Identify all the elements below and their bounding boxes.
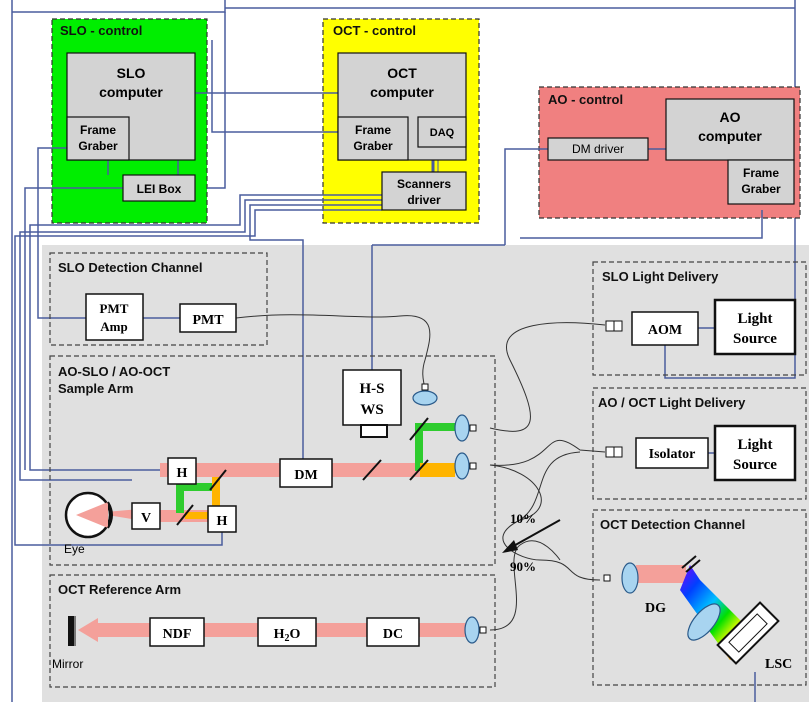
svg-text:Light: Light	[737, 311, 772, 327]
slo-detection-title: SLO Detection Channel	[58, 260, 202, 275]
sample-arm-title-line1: AO-SLO / AO-OCT	[58, 364, 170, 379]
daq-box: DAQ	[417, 116, 467, 148]
svg-text:Source: Source	[733, 457, 777, 473]
svg-text:WS: WS	[360, 402, 383, 418]
slo-control-title: SLO - control	[60, 23, 142, 38]
ao-control-title: AO - control	[548, 92, 623, 107]
svg-text:Scanners: Scanners	[397, 177, 451, 191]
svg-text:OCT: OCT	[387, 65, 417, 81]
dm-driver: DM driver	[547, 137, 649, 161]
oct-reference-title: OCT Reference Arm	[58, 582, 181, 597]
svg-text:Frame: Frame	[743, 166, 779, 180]
lsc-camera	[716, 601, 780, 665]
svg-text:AOM: AOM	[648, 323, 682, 338]
slo-light-delivery-title: SLO Light Delivery	[602, 269, 719, 284]
h2o-box: H2O	[257, 617, 317, 647]
sample-arm-title-line2: Sample Arm	[58, 381, 133, 396]
dg-label: DG	[645, 601, 666, 616]
svg-text:H: H	[217, 514, 228, 529]
coupler-ratio-10: 10%	[510, 511, 536, 526]
oct-control-title: OCT - control	[333, 23, 416, 38]
fiber-connectors	[421, 320, 623, 634]
coupler-arrow	[502, 519, 561, 553]
lenses	[412, 390, 721, 644]
svg-text:DC: DC	[383, 627, 403, 642]
svg-text:driver: driver	[407, 193, 441, 207]
lsc-label: LSC	[765, 657, 792, 672]
slo-frame-graber: Frame Graber	[66, 116, 130, 161]
svg-text:H: H	[177, 466, 188, 481]
svg-text:DM driver: DM driver	[572, 142, 624, 156]
svg-text:H-S: H-S	[359, 381, 384, 397]
svg-text:computer: computer	[370, 84, 434, 100]
svg-text:computer: computer	[99, 84, 163, 100]
ao-computer: AO computer	[665, 98, 795, 161]
svg-text:Frame: Frame	[355, 123, 391, 137]
svg-text:Graber: Graber	[78, 139, 118, 153]
svg-text:SLO: SLO	[117, 65, 146, 81]
beam-splitters	[176, 417, 701, 573]
eye-label: Eye	[64, 542, 85, 556]
svg-text:computer: computer	[698, 128, 762, 144]
svg-text:PMT: PMT	[192, 313, 224, 328]
svg-text:Graber: Graber	[741, 182, 781, 196]
coupler-ratio-90: 90%	[510, 559, 536, 574]
ao-oct-light-source: Light Source	[713, 424, 797, 482]
lei-box: LEI Box	[122, 174, 196, 202]
eye-icon	[64, 491, 113, 539]
svg-text:H2O: H2O	[274, 627, 301, 644]
svg-text:V: V	[141, 511, 151, 526]
svg-text:DAQ: DAQ	[430, 127, 455, 139]
svg-text:LEI Box: LEI Box	[137, 182, 182, 196]
optical-subpanels	[49, 252, 807, 688]
v-scanner: V	[131, 502, 161, 530]
oct-frame-graber: Frame Graber	[337, 116, 409, 161]
ndf-box: NDF	[149, 617, 205, 647]
scanners-driver: Scanners driver	[381, 171, 467, 211]
svg-text:Amp: Amp	[100, 319, 127, 334]
svg-text:AO: AO	[720, 109, 741, 125]
svg-text:PMT: PMT	[100, 301, 129, 316]
hs-wavefront-sensor: H-S WS	[342, 369, 402, 426]
control-cables	[12, 0, 796, 702]
slo-light-source: Light Source	[713, 298, 797, 356]
isolator: Isolator	[635, 437, 709, 469]
ao-oct-light-delivery-title: AO / OCT Light Delivery	[598, 395, 746, 410]
svg-text:DM: DM	[294, 468, 317, 483]
dc-box: DC	[366, 617, 420, 647]
svg-text:Frame: Frame	[80, 123, 116, 137]
pmt-amp: PMT Amp	[85, 293, 144, 341]
aom: AOM	[631, 311, 699, 346]
ao-frame-graber: Frame Graber	[727, 159, 795, 205]
h-scanner-top: H	[167, 457, 197, 485]
mirror-icon	[68, 616, 76, 646]
svg-text:NDF: NDF	[163, 627, 192, 642]
dm-box: DM	[279, 458, 333, 488]
svg-text:Graber: Graber	[353, 139, 393, 153]
svg-text:Light: Light	[737, 437, 772, 453]
mirror-label: Mirror	[52, 657, 83, 671]
h-scanner-bottom: H	[207, 505, 237, 533]
optical-fibers	[235, 314, 606, 631]
oct-detection-title: OCT Detection Channel	[600, 517, 745, 532]
svg-text:Isolator: Isolator	[649, 447, 696, 462]
hs-lenslet	[360, 424, 388, 438]
pmt: PMT	[179, 303, 237, 333]
svg-text:Source: Source	[733, 331, 777, 347]
